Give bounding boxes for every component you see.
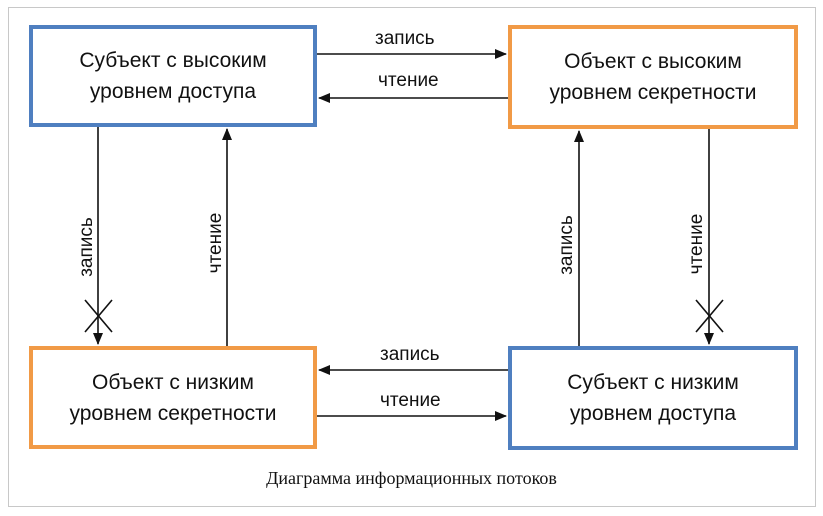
edge-label-bottom-write: запись [380, 344, 440, 365]
node-object-high-line1: Объект с высоким [564, 50, 742, 73]
node-object-low-line1: Объект с низким [91, 370, 254, 394]
edge-label-right-write: запись [556, 215, 577, 275]
edge-label-top-read: чтение [378, 70, 439, 91]
node-object-low-line2: уровнем секретности [69, 401, 277, 425]
edge-label-left-read: чтение [205, 212, 226, 274]
edge-label-left-write: запись [76, 217, 97, 277]
edge-label-bottom-read: чтение [380, 390, 441, 411]
diagram-caption: Диаграмма информационных потоков [266, 468, 557, 488]
node-object-high-line2: уровнем секретности [549, 81, 757, 104]
block-cross-right-2 [695, 299, 724, 333]
node-subject-low-line2: уровнем доступа [569, 402, 737, 425]
node-object-high-secrecy: Объект с высоким уровнем секретности [508, 25, 798, 129]
block-cross-left-2 [84, 299, 113, 333]
node-subject-high-line2: уровнем доступа [89, 80, 257, 103]
node-subject-high-access: Субъект с высоким уровнем доступа [29, 25, 317, 127]
node-object-low-secrecy: Объект с низким уровнем секретности [29, 346, 317, 449]
edge-label-top-write: запись [375, 28, 435, 49]
node-subject-low-line1: Субъект с низким [567, 371, 739, 394]
node-subject-high-line1: Субъект с высоким [79, 49, 267, 72]
edge-label-right-read: чтение [686, 213, 707, 275]
node-subject-low-access: Субъект с низким уровнем доступа [508, 346, 798, 450]
